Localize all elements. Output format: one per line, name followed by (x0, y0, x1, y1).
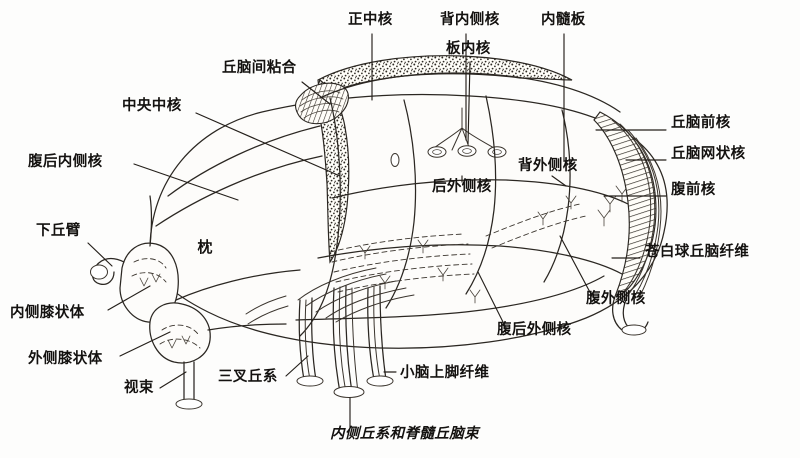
label-optic-tract: 视束 (124, 378, 154, 396)
leader-lgb (119, 331, 171, 357)
leader-trigeminal (285, 355, 309, 377)
fiber-fan-entry (245, 267, 415, 325)
label-superior-cerebellar-peduncle-fibers: 小脑上脚纤维 (400, 363, 489, 381)
label-reticular-thalamic-nucleus: 丘脑网状核 (671, 144, 746, 162)
label-ventral-anterior-nucleus: 腹前核 (671, 180, 716, 198)
label-ventral-posteromedial-nucleus: 腹后内侧核 (28, 152, 103, 170)
label-posterolateral-nucleus: 后外侧核 (432, 177, 492, 195)
label-intralaminar-nucleus: 板内核 (446, 39, 491, 57)
label-trigeminal-lemniscus: 三叉丘系 (218, 368, 278, 385)
thalamus-outline (149, 93, 668, 349)
intralaminar-nuclei-group (427, 145, 507, 158)
thalamus-body (149, 55, 668, 349)
leader-ventrolateral (559, 235, 593, 297)
label-dorsolateral-nucleus: 背外侧核 (518, 156, 578, 174)
label-medial-geniculate-body: 内侧膝状体 (10, 303, 85, 321)
label-medial-lemniscus-spinothalamic: 内侧丘系和脊髓丘脑束 (330, 425, 481, 442)
label-dorsomedial-nucleus: 背内侧核 (440, 10, 500, 28)
leader-intralaminar (467, 61, 471, 145)
label-layer: 枕 中央中核 丘脑间粘合 正中核 背内侧核 板内核 内髓板 丘脑前核 丘脑网状核… (10, 10, 749, 442)
label-ventral-posterolateral-nucleus: 腹后外侧核 (497, 320, 572, 338)
label-brachium-inferior-colliculus: 下丘臂 (36, 221, 81, 239)
pulvinar-surface-lines (155, 125, 323, 301)
label-ventrolateral-nucleus: 腹外侧核 (586, 289, 646, 307)
leader-interthalamic (301, 81, 331, 105)
leader-optic-tract (159, 371, 187, 389)
lamina-branch-right (461, 127, 495, 149)
leader-vpm (133, 163, 239, 201)
leader-mgb (107, 285, 151, 311)
label-lateral-geniculate-body: 外侧膝状体 (28, 349, 103, 367)
leader-brachium (87, 242, 113, 267)
label-anterior-thalamic-nucleus: 丘脑前核 (671, 113, 731, 131)
label-pulvinar: 枕 (197, 238, 212, 256)
medial-lemniscus-stalk (332, 285, 365, 398)
medial-geniculate-body-shape (119, 242, 179, 323)
label-central-median-nucleus: 中央中核 (122, 96, 182, 114)
leader-vpl (477, 271, 507, 329)
leader-lines (87, 33, 667, 429)
dorsal-surface-arc (319, 72, 621, 113)
label-pallidothalamic-fibers: 苍白球丘脑纤维 (644, 242, 749, 260)
small-nucleus-marker (390, 153, 400, 167)
nuclear-subdivision-lines (295, 95, 629, 337)
label-internal-medullary-lamina: 内髓板 (541, 10, 586, 28)
leader-dorsolateral (551, 175, 567, 187)
trigeminal-lemniscus-stalk (296, 297, 324, 387)
optic-tract-shape (175, 361, 203, 410)
geniculate-bodies-group (90, 195, 287, 410)
label-interthalamic-adhesion: 丘脑间粘合 (222, 58, 297, 76)
label-midline-nucleus: 正中核 (348, 10, 393, 28)
leader-central-median (195, 112, 341, 177)
lateral-geniculate-body-shape (149, 302, 211, 364)
reticular-nucleus-band (593, 111, 662, 336)
